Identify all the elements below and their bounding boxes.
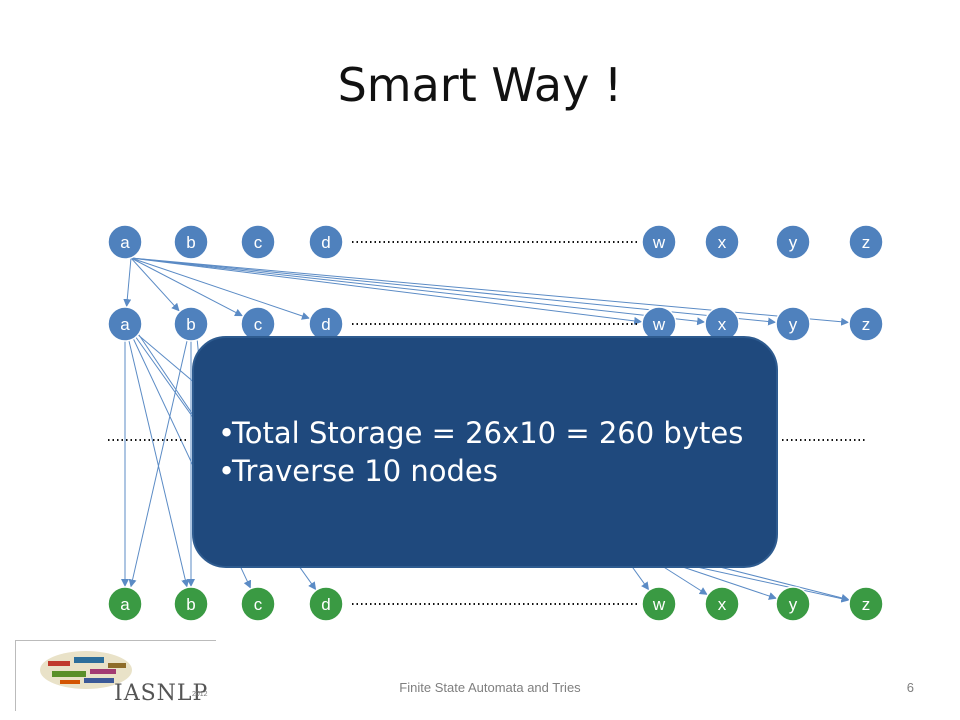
node-label: b [186, 595, 195, 614]
edge-row1-a-to-row2-6 [130, 257, 777, 326]
node-label: a [120, 315, 130, 334]
node-row3-x: x [704, 586, 740, 622]
word-cloud-icon [40, 651, 132, 689]
edge-row1-a-to-row2-0 [123, 257, 132, 308]
node-label: d [321, 233, 330, 252]
node-row2-c: c [240, 306, 276, 342]
node-label: z [862, 595, 871, 614]
storage-callout: Total Storage = 26x10 = 260 bytes Traver… [192, 336, 778, 568]
node-row3-b: b [173, 586, 209, 622]
node-label: d [321, 595, 330, 614]
node-row3-z: z [848, 586, 884, 622]
callout-bullet-storage: Total Storage = 26x10 = 260 bytes [218, 414, 743, 452]
node-label: c [254, 233, 263, 252]
node-label: w [652, 315, 666, 334]
node-row1-x: x [704, 224, 740, 260]
node-row3-c: c [240, 586, 276, 622]
slide-title: Smart Way ! [337, 58, 623, 112]
node-label: d [321, 315, 330, 334]
edge-row2-b-down-a [128, 340, 188, 588]
ellipsis-dots [108, 241, 866, 605]
edge-row1-a-to-row2-7 [130, 257, 850, 326]
node-label: a [120, 595, 130, 614]
node-label: c [254, 595, 263, 614]
node-label: y [789, 595, 798, 614]
callout-bullet-traverse: Traverse 10 nodes [218, 452, 743, 490]
node-row1-a: a [107, 224, 143, 260]
node-label: x [718, 315, 727, 334]
node-row1-c: c [240, 224, 276, 260]
node-label: y [789, 315, 798, 334]
edge-to-bottom-z-2 [699, 561, 850, 602]
node-label: y [789, 233, 798, 252]
node-row2-y: y [775, 306, 811, 342]
node-row2-b: b [173, 306, 209, 342]
node-row1-b: b [173, 224, 209, 260]
edge-row2-a-down-b [128, 340, 190, 588]
node-label: z [862, 233, 871, 252]
nodes: a b c d w x y z a b c d w x y z a b c d w x y z [107, 224, 884, 622]
node-label: c [254, 315, 263, 334]
node-row3-a: a [107, 586, 143, 622]
node-row1-y: y [775, 224, 811, 260]
node-row2-a: a [107, 306, 143, 342]
logo-text: IASNLP [114, 681, 209, 706]
footer-title: Finite State Automata and Tries [399, 680, 581, 695]
node-row3-y: y [775, 586, 811, 622]
node-row3-w: w [641, 586, 677, 622]
node-label: x [718, 595, 727, 614]
node-label: a [120, 233, 130, 252]
node-label: x [718, 233, 727, 252]
node-row1-z: z [848, 224, 884, 260]
node-label: z [862, 315, 871, 334]
node-row1-d: d [308, 224, 344, 260]
edge-row2-a-fan-2 [136, 331, 201, 426]
page-number: 6 [906, 680, 914, 695]
edge-row1-a-to-row2-3 [130, 257, 310, 320]
node-label: b [186, 233, 195, 252]
edge-row1-a-to-row2-5 [130, 257, 706, 326]
node-row2-w: w [641, 306, 677, 342]
iasnlp-logo: IASNLP 2012 [15, 640, 216, 711]
node-row3-d: d [308, 586, 344, 622]
edge-row1-a-to-row2-1 [130, 257, 180, 312]
edge-row1-a-to-row2-4 [130, 257, 643, 325]
node-label: w [652, 233, 666, 252]
logo-year: 2012 [192, 691, 208, 698]
edge-row1-a-to-row2-2 [130, 257, 243, 317]
node-row2-z: z [848, 306, 884, 342]
node-label: b [186, 315, 195, 334]
node-label: w [652, 595, 666, 614]
node-row1-w: w [641, 224, 677, 260]
